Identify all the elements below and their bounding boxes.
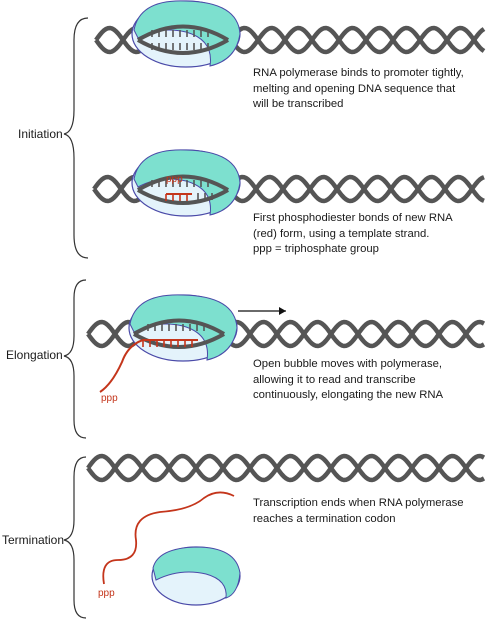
caption-line: ppp = triphosphate group	[253, 243, 379, 255]
stage-label-elongation: Elongation	[6, 348, 63, 362]
rna-polymerase-3	[99, 294, 238, 393]
rna-triphosphate-label-2: ppp	[166, 174, 183, 185]
caption-step-2: First phosphodiester bonds of new RNA (r…	[253, 211, 485, 258]
stage-label-initiation: Initiation	[18, 127, 63, 141]
rna-triphosphate-label-4: ppp	[98, 588, 115, 599]
caption-line: Open bubble moves with polymerase,	[253, 358, 443, 370]
released-polymerase	[151, 546, 241, 606]
dna-strand	[92, 174, 485, 204]
caption-line: will be transcribed	[253, 98, 344, 110]
rna-triphosphate-label-3: ppp	[101, 393, 118, 404]
template-bases-2	[151, 180, 213, 201]
rna-strand-3	[99, 339, 198, 393]
dna-strand	[86, 453, 486, 483]
elongation-brace	[63, 279, 87, 439]
caption-line: Transcription ends when RNA polymerase	[253, 497, 464, 509]
rna-polymerase-2	[131, 149, 241, 217]
dna-helix-4	[86, 453, 486, 483]
dna-helix-3	[86, 319, 486, 349]
caption-step-3: Open bubble moves with polymerase, allow…	[253, 357, 485, 404]
dna-strand	[86, 319, 486, 349]
stage-label-termination: Termination	[2, 533, 65, 547]
caption-line: melting and opening DNA sequence that	[253, 82, 456, 95]
dna-strand	[86, 453, 486, 483]
caption-step-1: RNA polymerase binds to promoter tightly…	[253, 66, 485, 113]
caption-line: First phosphodiester bonds of new RNA	[253, 212, 453, 224]
rna-strand-4	[102, 491, 235, 585]
caption-line: continuously, elongating the new RNA	[253, 389, 444, 401]
caption-line: RNA polymerase binds to promoter tightly…	[253, 67, 464, 79]
arrowhead-icon	[279, 307, 286, 315]
initiation-brace	[63, 17, 89, 259]
caption-line: allowing it to read and transcribe	[253, 373, 416, 386]
rna-polymerase-1	[131, 0, 241, 68]
termination-brace	[63, 456, 87, 619]
caption-line: reaches a termination codon	[253, 512, 396, 525]
caption-line: (red) form, using a template strand.	[253, 227, 430, 240]
caption-step-4: Transcription ends when RNA polymerase r…	[253, 496, 485, 527]
dna-strand	[94, 25, 486, 55]
template-bases-3	[142, 324, 205, 347]
template-bases-1	[151, 30, 209, 50]
